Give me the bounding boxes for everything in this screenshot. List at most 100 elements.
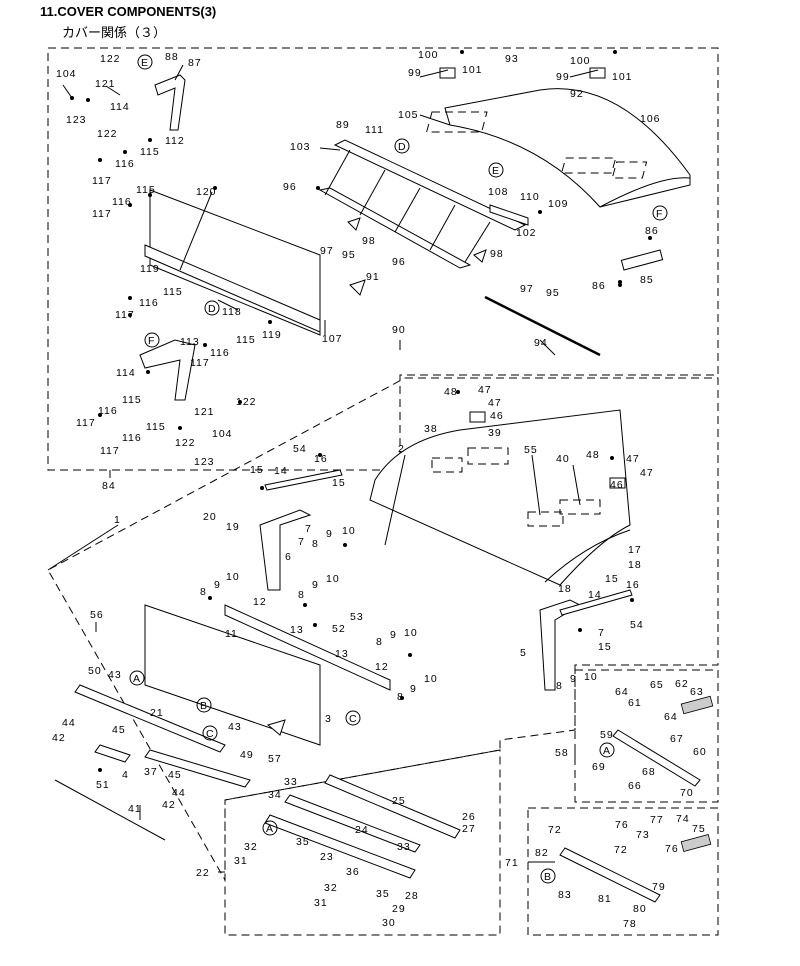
svg-text:B: B [544, 871, 552, 883]
callout-label: 38 [424, 423, 438, 435]
callout-label: 16 [626, 579, 640, 591]
callout-label: 39 [488, 427, 502, 439]
callout-label: 30 [382, 917, 396, 929]
callout-label: 113 [180, 336, 200, 348]
circle-ref-B-left: B [196, 697, 212, 713]
callout-label: 18 [628, 559, 642, 571]
arrow-98-left [347, 217, 361, 231]
callout-label: 9 [410, 683, 417, 695]
svg-text:E: E [492, 165, 500, 177]
callout-label: 45 [112, 724, 126, 736]
callout-label: 69 [592, 761, 606, 773]
callout-label: 76 [665, 843, 679, 855]
callout-label: 77 [650, 814, 664, 826]
callout-label: 97 [520, 283, 534, 295]
callout-label: 115 [236, 334, 256, 346]
callout-label: 80 [633, 903, 647, 915]
callout-label: 106 [640, 113, 661, 125]
callout-label: 27 [462, 823, 476, 835]
callout-label: 123 [66, 114, 87, 126]
cover-inset-93 [425, 111, 488, 133]
callout-label: 6 [285, 551, 292, 563]
callout-label: 59 [600, 729, 614, 741]
callout-label: 21 [150, 707, 164, 719]
callout-label: 72 [614, 844, 628, 856]
callout-label: 73 [636, 829, 650, 841]
callout-label: 122 [236, 396, 257, 408]
callout-label: 31 [314, 897, 328, 909]
frame-rib-5 [464, 221, 491, 263]
front-panel-3 [144, 604, 321, 746]
callout-label: 123 [194, 456, 215, 468]
cover-inset-38 [431, 457, 463, 473]
strip-21 [74, 684, 226, 753]
circle-ref-E-top: E [137, 54, 153, 70]
callout-label: 12 [375, 661, 389, 673]
svg-text:C: C [206, 728, 215, 740]
cover-inset-39 [467, 447, 509, 465]
callout-label: 45 [168, 769, 182, 781]
callout-label: 72 [548, 824, 562, 836]
callout-label: 7 [598, 627, 605, 639]
callout-label: 33 [284, 776, 298, 788]
callout-label: 121 [95, 78, 116, 90]
frame-rib-4 [429, 204, 456, 251]
callout-label: 7 [305, 523, 312, 535]
top-cover-curve-edge [599, 177, 691, 208]
callout-label: 50 [88, 665, 102, 677]
callout-label: 115 [163, 286, 183, 298]
callout-label: 43 [108, 669, 122, 681]
callout-label: 122 [97, 128, 118, 140]
callout-label: 114 [110, 101, 130, 113]
frame-rib-2 [359, 169, 386, 216]
callout-label: 23 [320, 851, 334, 863]
cover-inset-92 [561, 157, 617, 174]
callout-label: 16 [314, 453, 328, 465]
callout-label: 117 [100, 445, 120, 457]
callout-label: 91 [366, 271, 380, 283]
callout-label: 117 [190, 357, 210, 369]
callout-label: 14 [588, 589, 602, 601]
callout-label: 99 [408, 67, 422, 79]
callout-label: 29 [392, 903, 406, 915]
callout-label: 75 [692, 823, 706, 835]
callout-label: 8 [312, 538, 319, 550]
plate-24 [284, 794, 421, 853]
rear-panel-bottom-rail [144, 244, 321, 333]
callout-label: 63 [690, 686, 704, 698]
callout-label: 20 [203, 511, 217, 523]
group-1-boundary [47, 377, 719, 882]
callout-label: 49 [240, 749, 254, 761]
cover-inset-55 [527, 511, 564, 527]
leader-lines [47, 64, 599, 873]
callout-label: 118 [222, 306, 242, 318]
callout-label: 8 [298, 589, 305, 601]
callout-label: 13 [290, 624, 304, 636]
callout-label: 48 [586, 449, 600, 461]
callout-label: 122 [175, 437, 196, 449]
callout-label: 46 [610, 479, 624, 491]
callout-label: 85 [640, 274, 654, 286]
callout-label: 15 [332, 477, 346, 489]
callout-label: 74 [676, 813, 690, 825]
callout-label: 111 [365, 124, 384, 136]
callout-label: 8 [556, 680, 563, 692]
arrow-91 [349, 279, 366, 296]
callout-label: 37 [144, 766, 158, 778]
bracket-113 [139, 339, 196, 401]
callout-label: 102 [516, 227, 537, 239]
callout-label: 47 [640, 467, 654, 479]
side-bracket-5 [539, 599, 582, 691]
callout-label: 101 [462, 64, 483, 76]
callout-label: 70 [680, 787, 694, 799]
callout-label: 66 [628, 780, 642, 792]
strip-23 [264, 814, 416, 879]
callout-label: 83 [558, 889, 572, 901]
circle-ref-C-rail: C [345, 710, 361, 726]
callout-label: 13 [335, 648, 349, 660]
callout-label: 4 [122, 769, 129, 781]
callout-label: 54 [630, 619, 644, 631]
callout-label: 76 [615, 819, 629, 831]
frame-assembly-103 [333, 139, 527, 231]
callout-label: 5 [520, 647, 527, 659]
